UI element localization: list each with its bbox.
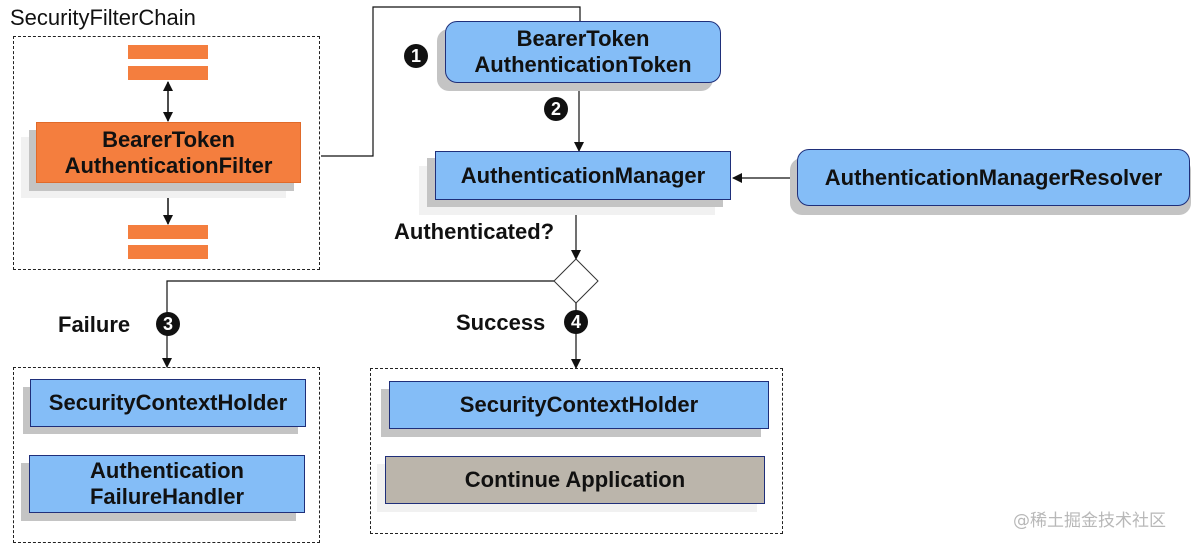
- success-group-container: [370, 368, 783, 534]
- authentication-manager[interactable]: AuthenticationManager: [435, 151, 731, 200]
- filter-bar: [128, 66, 208, 80]
- filter-to-token-line: [321, 6, 581, 157]
- failure-handler-line2: FailureHandler: [89, 484, 245, 509]
- authentication-manager-resolver[interactable]: AuthenticationManagerResolver: [797, 149, 1190, 206]
- failure-label: Failure: [58, 312, 131, 337]
- token-label-line1: BearerToken: [516, 26, 650, 51]
- authentication-failure-handler[interactable]: Authentication FailureHandler: [29, 455, 305, 513]
- token-label-line2: AuthenticationToken: [474, 52, 692, 77]
- filter-chain-title: SecurityFilterChain: [10, 5, 196, 30]
- filter-bar: [128, 225, 208, 239]
- filter-label-line2: AuthenticationFilter: [64, 152, 273, 178]
- failure-arrow: [162, 280, 554, 368]
- authenticated-question-label: Authenticated?: [394, 219, 555, 244]
- filter-label-line1: BearerToken: [102, 126, 235, 152]
- filter-chain-container: [13, 36, 320, 270]
- step-badge-1: 1: [404, 44, 428, 68]
- watermark: @稀土掘金技术社区: [1013, 511, 1166, 531]
- decision-diamond: [553, 258, 599, 304]
- bearer-token-authentication-filter[interactable]: BearerToken AuthenticationFilter: [36, 122, 301, 183]
- failure-handler-line1: Authentication: [90, 458, 244, 483]
- continue-application[interactable]: Continue Application: [385, 456, 765, 504]
- step-badge-4: 4: [564, 310, 588, 334]
- filter-bar: [128, 245, 208, 259]
- success-security-context-holder[interactable]: SecurityContextHolder: [389, 381, 769, 429]
- step-badge-2: 2: [544, 97, 568, 121]
- success-label: Success: [456, 310, 546, 335]
- failure-group-container: [13, 367, 320, 543]
- bearer-token-authentication-token[interactable]: BearerToken AuthenticationToken: [445, 21, 721, 83]
- filter-bar: [128, 45, 208, 59]
- step-badge-3: 3: [156, 312, 180, 336]
- failure-security-context-holder[interactable]: SecurityContextHolder: [30, 379, 306, 427]
